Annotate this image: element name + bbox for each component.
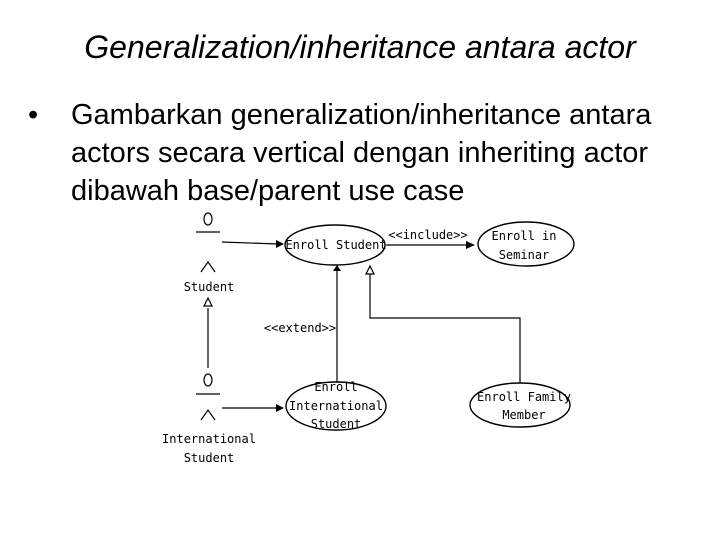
- extend-stereotype-label: <<extend>>: [264, 321, 336, 335]
- international-student-actor-head: [203, 373, 213, 387]
- use-case-enroll-in-seminar: [477, 221, 575, 267]
- use-case-enroll-student-label: Enroll Student: [285, 238, 386, 252]
- include-stereotype-label: <<include>>: [388, 228, 467, 242]
- use-case-enroll-international-label-line3: Student: [311, 417, 362, 431]
- use-case-enroll-in-seminar-label-line2: Seminar: [499, 248, 550, 262]
- use-case-enroll-international-student: [285, 381, 387, 431]
- include-dependency-arrowhead: [466, 241, 475, 249]
- use-case-enroll-family-label-line2: Member: [502, 408, 545, 422]
- use-case-enroll-student: [284, 224, 386, 266]
- use-case-enroll-international-label-line2: International: [289, 399, 383, 413]
- extend-dependency-arrowhead: [333, 265, 341, 271]
- international-student-actor-icon: [196, 373, 220, 421]
- association-international-enroll-arrowhead: [276, 404, 284, 412]
- use-case-enroll-in-seminar-label-line1: Enroll in: [491, 229, 556, 243]
- international-student-actor-legs: [200, 408, 216, 421]
- use-case-enroll-international-label-line1: Enroll: [314, 380, 357, 394]
- bullet-text: Gambarkan generalization/inheritance ant…: [71, 99, 652, 207]
- actor-generalization-arrowhead: [203, 296, 213, 307]
- student-actor-legs: [200, 260, 216, 273]
- use-case-generalization-line: [369, 274, 521, 383]
- international-student-label-line1: International: [162, 432, 256, 446]
- association-student-enroll-arrowhead: [276, 240, 284, 248]
- student-actor-head: [203, 212, 213, 226]
- student-actor-label: Student: [184, 280, 235, 294]
- slide-title: Generalization/inheritance antara actor: [84, 29, 636, 65]
- use-case-generalization-arrowhead: [365, 264, 375, 275]
- association-student-enroll: [221, 241, 279, 245]
- bullet-symbol: •: [28, 99, 39, 131]
- use-case-enroll-family-label-line1: Enroll Family: [477, 390, 571, 404]
- international-student-label-line2: Student: [184, 451, 235, 465]
- student-actor-icon: [196, 212, 220, 273]
